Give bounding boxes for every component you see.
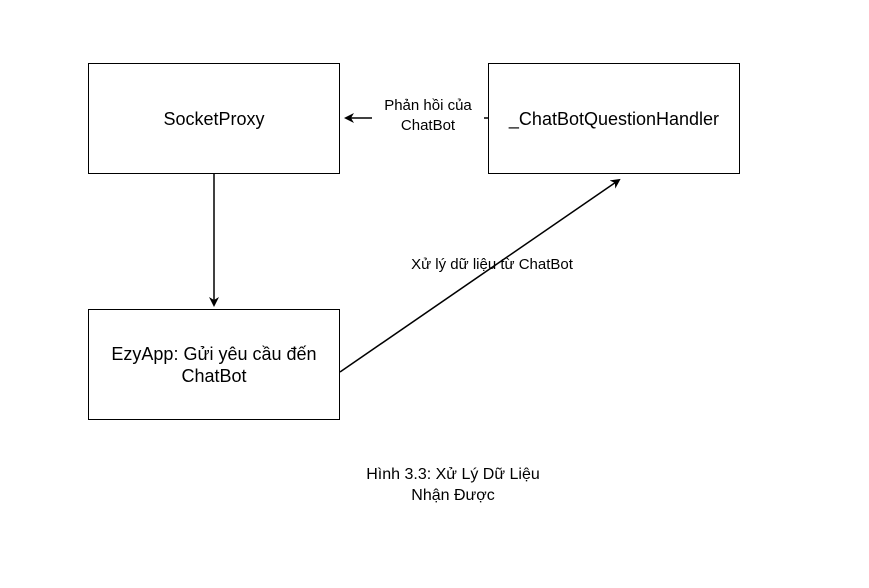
node-chatbot-question-handler-label: _ChatBotQuestionHandler bbox=[508, 108, 720, 129]
figure-caption-line1: Hình 3.3: Xử Lý Dữ Liệu bbox=[366, 466, 540, 483]
edge-response-label-line1: Phản hồi của bbox=[384, 97, 472, 114]
node-socketproxy: SocketProxy bbox=[88, 63, 340, 174]
node-chatbot-question-handler: _ChatBotQuestionHandler bbox=[488, 63, 740, 174]
edge-response-label: Phản hồi của ChatBot bbox=[372, 96, 484, 136]
edge-process-label: Xử lý dữ liệu từ ChatBot bbox=[411, 256, 573, 273]
edge-process-line bbox=[339, 178, 621, 373]
node-socketproxy-label: SocketProxy bbox=[163, 108, 265, 129]
node-ezyapp: EzyApp: Gửi yêu cầu đến ChatBot bbox=[88, 309, 340, 420]
node-ezyapp-label: EzyApp: Gửi yêu cầu đến ChatBot bbox=[111, 343, 317, 386]
edge-response-label-line2: ChatBot bbox=[400, 117, 456, 134]
figure-caption: Hình 3.3: Xử Lý Dữ Liệu Nhận Được bbox=[320, 464, 586, 506]
figure-caption-line2: Nhận Được bbox=[411, 487, 495, 504]
